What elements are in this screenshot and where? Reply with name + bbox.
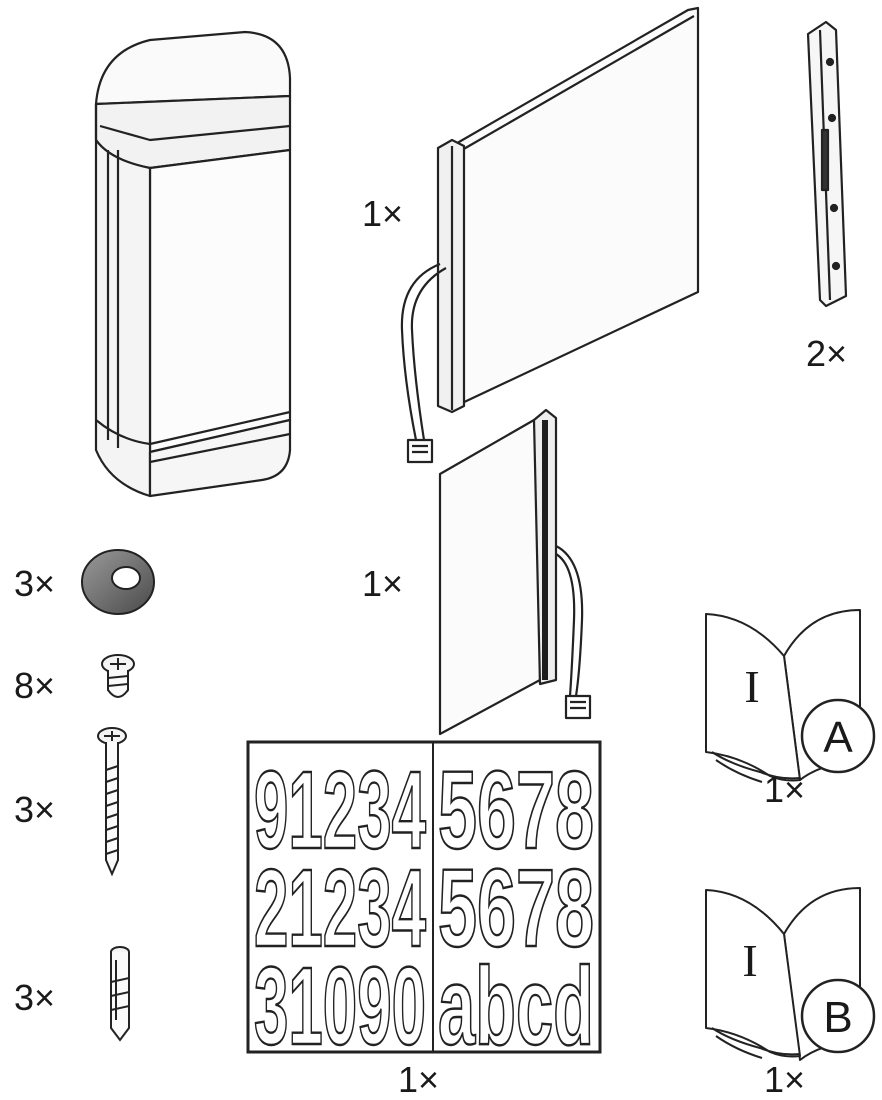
manual-b-quantity: 1×	[764, 1059, 806, 1100]
manual-badge-letter: A	[823, 713, 853, 762]
manual-badge-letter: B	[823, 993, 852, 1042]
long-screw-quantity: 3×	[14, 789, 56, 830]
ring-quantity: 3×	[14, 563, 56, 604]
sticker-row-right-1: 5678	[438, 749, 594, 872]
number-sticker-sheet-icon: 91234 21234 31090 5678 5678 abcd	[246, 740, 602, 1069]
sticker-sheet-quantity: 1×	[398, 1059, 440, 1100]
sticker-row-right-2: 5678	[438, 847, 594, 970]
wall-plug-quantity: 3×	[14, 977, 56, 1018]
panel-large-quantity: 1×	[362, 193, 404, 234]
manual-a-quantity: 1×	[764, 769, 806, 810]
housing-icon	[94, 30, 292, 498]
wall-plug-icon	[110, 946, 130, 1042]
panel-with-cable-icon	[438, 408, 592, 736]
sticker-row-right-3: abcd	[438, 945, 594, 1068]
sticker-row-left-2: 21234	[254, 847, 426, 970]
short-screw-quantity: 8×	[14, 665, 56, 706]
sticker-row-left-1: 91234	[254, 749, 426, 872]
panel-with-cable-icon	[400, 6, 700, 464]
rubber-ring-icon	[81, 549, 155, 615]
sticker-row-left-3: 31090	[254, 945, 426, 1068]
panel-small-quantity: 1×	[362, 563, 404, 604]
long-screw-icon	[97, 727, 127, 877]
short-screw-icon	[101, 654, 135, 698]
mounting-rail-icon	[806, 20, 848, 308]
manual-page-letter: I	[744, 661, 759, 712]
rail-quantity: 2×	[806, 333, 848, 374]
manual-icon: I A	[705, 609, 876, 783]
manual-page-letter: I	[742, 935, 757, 986]
manual-icon: I B	[705, 887, 876, 1061]
